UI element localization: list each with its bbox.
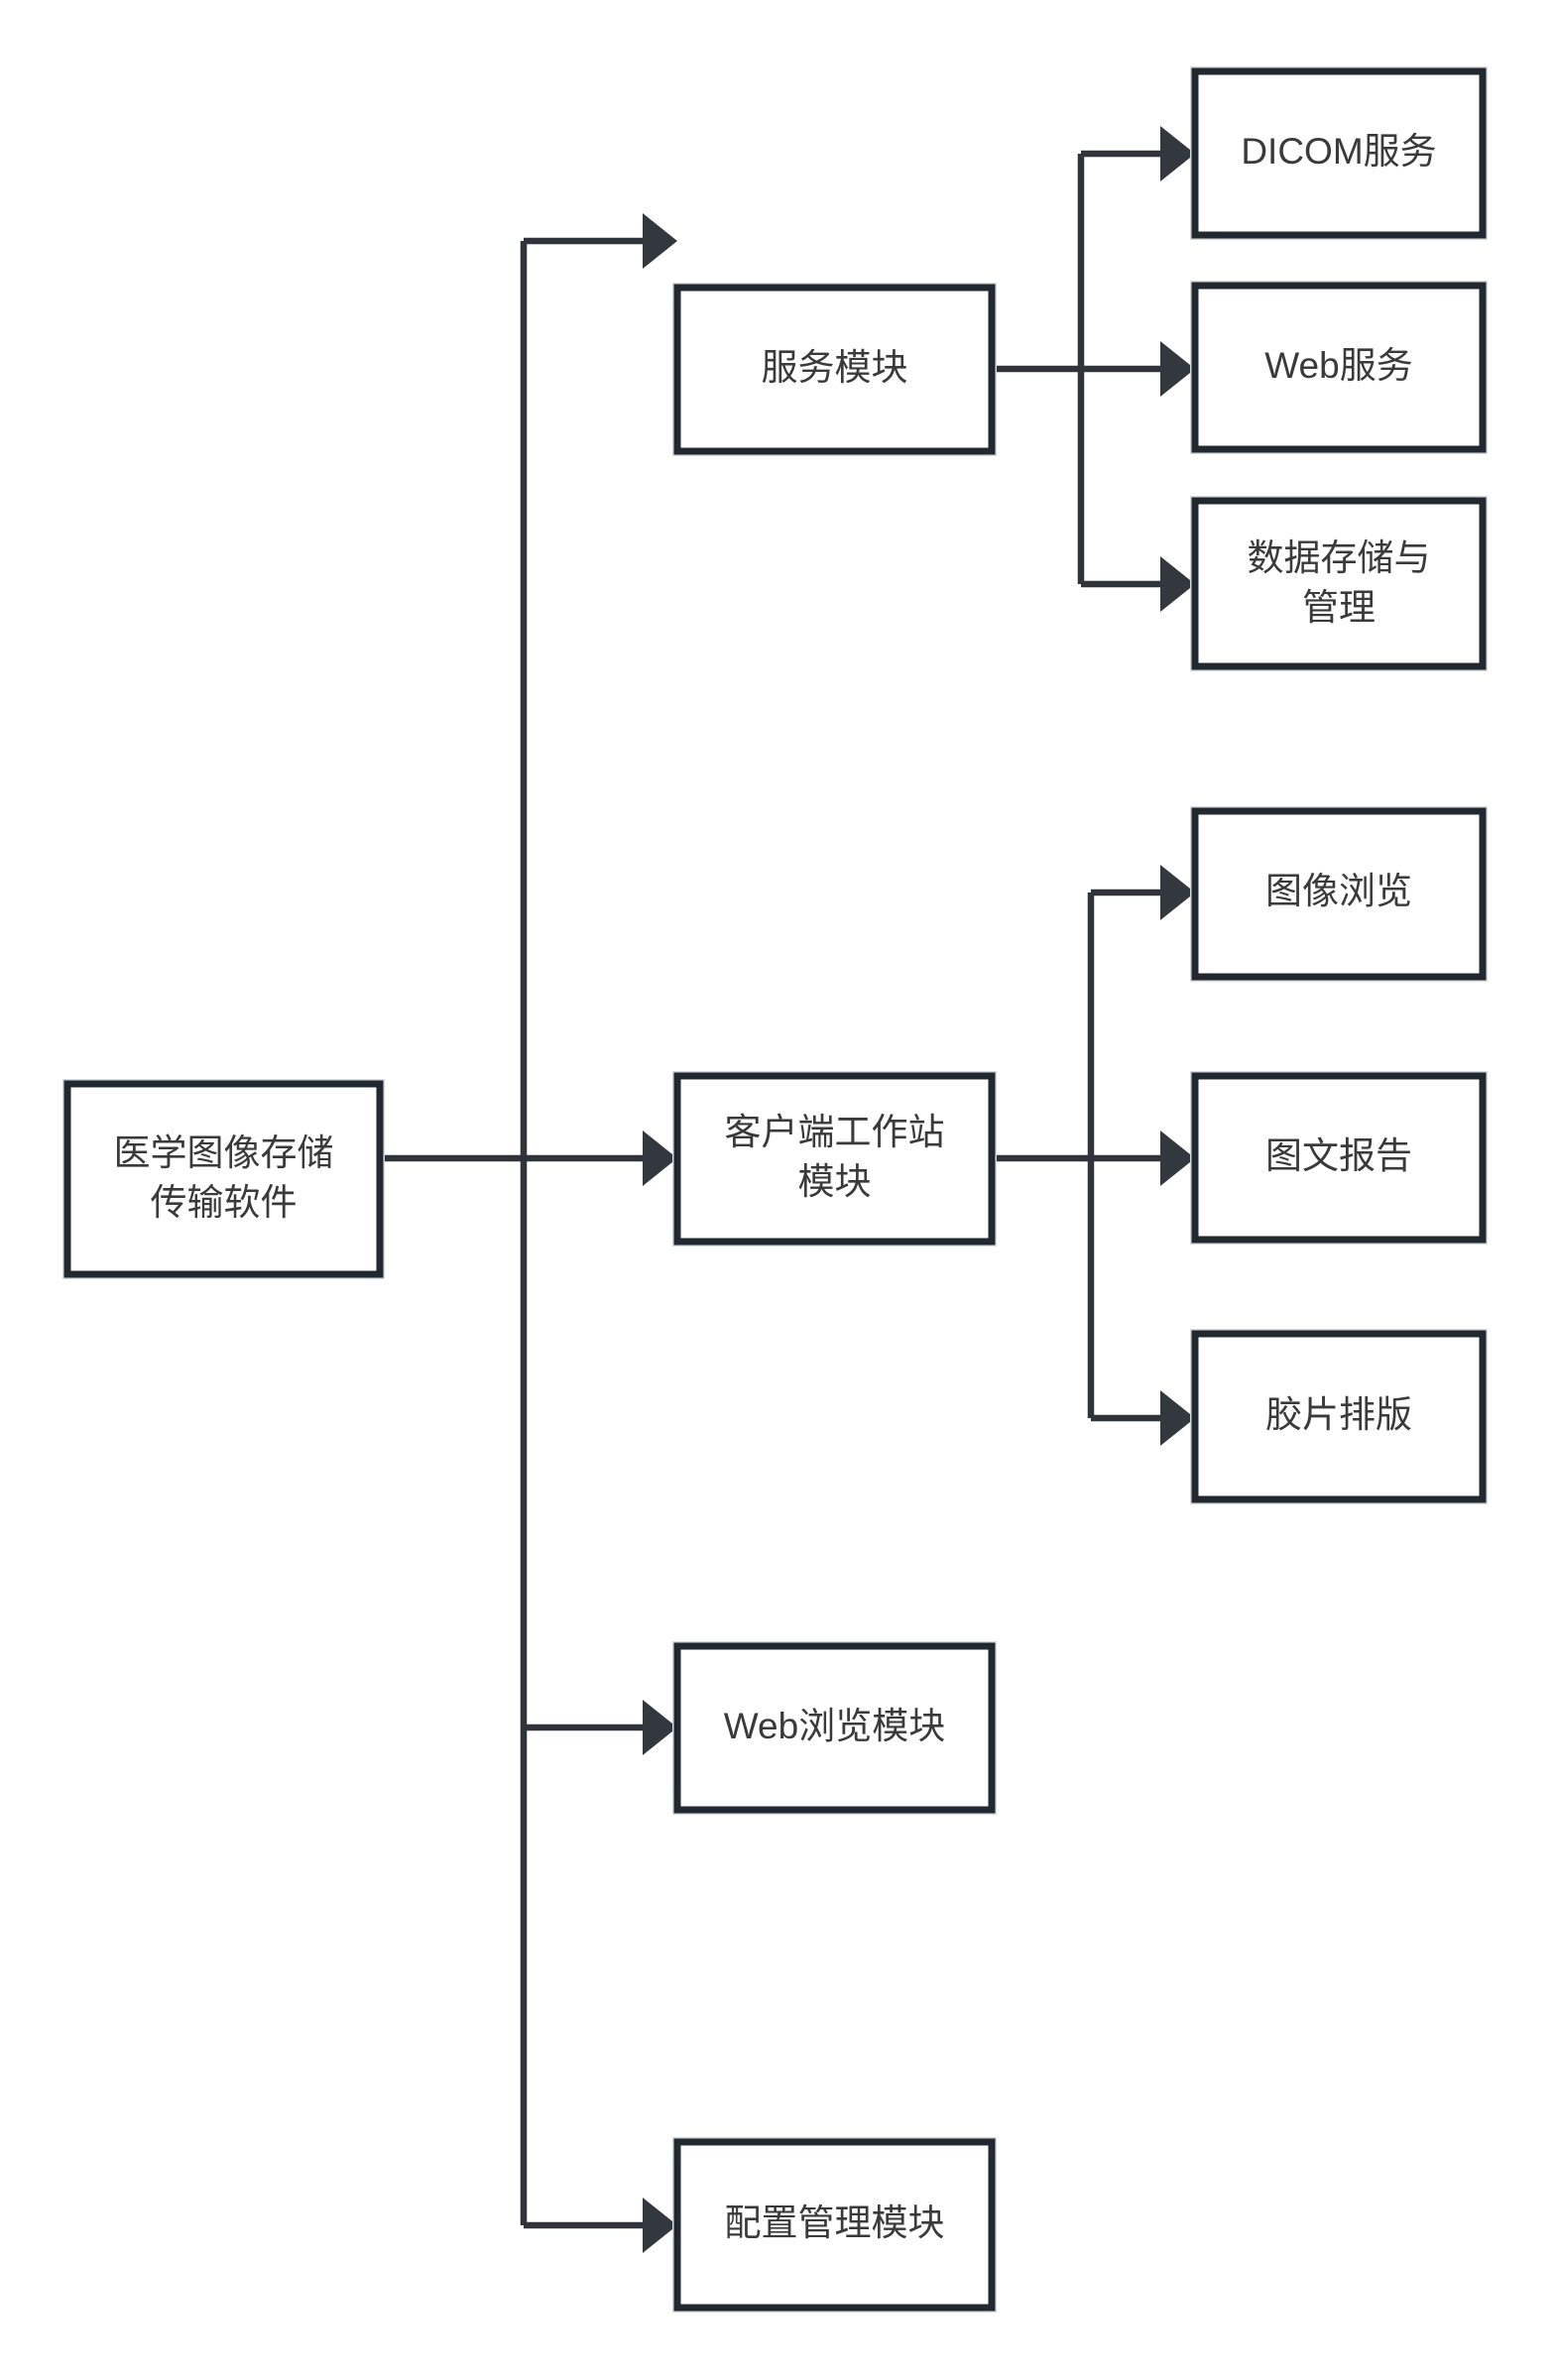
node-image-browse[interactable]: 图像浏览 — [1190, 806, 1488, 982]
node-client-workstation-halo — [672, 1071, 997, 1247]
node-web-service-label: Web服务 — [1264, 345, 1412, 386]
node-config-module-label: 配置管理模块 — [725, 2202, 945, 2243]
node-image-browse-label: 图像浏览 — [1265, 871, 1412, 911]
node-config-module-halo — [672, 2137, 997, 2313]
node-film-layout-halo — [1190, 1329, 1488, 1504]
node-client-workstation-module[interactable]: 客户端工作站 模块 — [672, 1071, 997, 1247]
connector-layer — [380, 126, 1195, 2253]
arrowhead-client-workstation — [643, 1130, 677, 1186]
node-config-management-module[interactable]: 配置管理模块 — [672, 2137, 997, 2313]
node-service-module-halo — [672, 283, 997, 456]
node-root[interactable]: 医学图像存储 传输软件 — [62, 1079, 385, 1279]
node-web-browse-module-halo — [672, 1641, 997, 1815]
node-web-browse-module-label: Web浏览模块 — [724, 1706, 945, 1746]
node-client-workstation-label-line1: 客户端工作站 — [725, 1112, 945, 1152]
node-root-halo — [62, 1079, 385, 1279]
node-dicom-service-halo — [1190, 66, 1488, 240]
node-film-layout-label: 胶片排版 — [1265, 1394, 1412, 1435]
node-image-browse-halo — [1190, 806, 1488, 982]
arrowhead-film-layout — [1160, 1390, 1195, 1446]
node-layer: 医学图像存储 传输软件 服务模块 DICOM服务 Web服务 — [62, 66, 1488, 2313]
arrowhead-text-image-report — [1160, 1130, 1195, 1186]
node-root-box — [63, 1080, 384, 1278]
arrowhead-dicom-service — [1160, 126, 1195, 181]
node-web-service-box — [1191, 282, 1487, 453]
node-client-workstation-label-line2: 模块 — [798, 1161, 872, 1202]
node-root-label-line2: 传输软件 — [151, 1182, 298, 1223]
node-web-service[interactable]: Web服务 — [1190, 281, 1488, 454]
node-service-module-box — [673, 284, 996, 455]
node-config-module-box — [673, 2138, 996, 2312]
node-film-layout[interactable]: 胶片排版 — [1190, 1329, 1488, 1504]
node-data-storage-label-line1: 数据存储与 — [1248, 537, 1431, 578]
node-film-layout-box — [1191, 1330, 1487, 1503]
node-dicom-service-box — [1191, 67, 1487, 239]
node-data-storage-management[interactable]: 数据存储与 管理 — [1190, 496, 1488, 671]
arrowhead-web-service — [1160, 341, 1195, 397]
arrowhead-config-module — [643, 2198, 677, 2253]
node-text-image-report[interactable]: 图文报告 — [1190, 1071, 1488, 1245]
node-text-image-report-halo — [1190, 1071, 1488, 1245]
node-dicom-service[interactable]: DICOM服务 — [1190, 66, 1488, 240]
node-service-module[interactable]: 服务模块 — [672, 283, 997, 456]
node-data-storage-halo — [1190, 496, 1488, 671]
node-service-module-label: 服务模块 — [762, 347, 908, 388]
node-web-service-halo — [1190, 281, 1488, 454]
node-image-browse-box — [1191, 807, 1487, 981]
node-client-workstation-box — [673, 1072, 996, 1246]
node-data-storage-label-line2: 管理 — [1302, 587, 1376, 628]
node-root-label-line1: 医学图像存储 — [114, 1132, 334, 1173]
node-text-image-report-label: 图文报告 — [1265, 1135, 1412, 1176]
arrowhead-service-module — [643, 213, 677, 269]
node-text-image-report-box — [1191, 1072, 1487, 1244]
arrowhead-web-browse-module — [643, 1700, 677, 1755]
arrowhead-data-storage — [1160, 556, 1195, 612]
node-data-storage-box — [1191, 497, 1487, 670]
node-web-browse-module[interactable]: Web浏览模块 — [672, 1641, 997, 1815]
node-dicom-service-label: DICOM服务 — [1241, 131, 1436, 172]
arrowhead-image-browse — [1160, 865, 1195, 920]
node-web-browse-module-box — [673, 1642, 996, 1814]
